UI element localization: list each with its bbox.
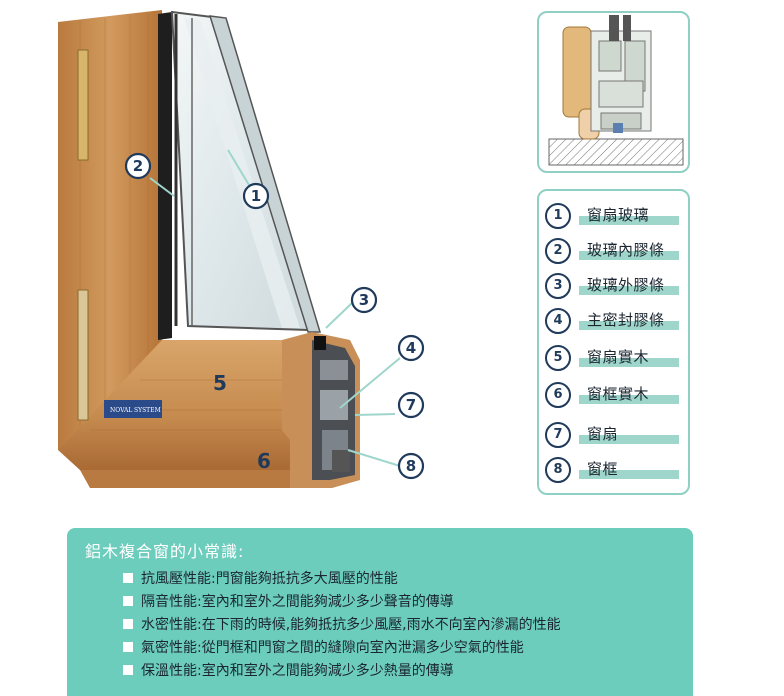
legend-num-5: 5 (545, 345, 571, 371)
knowledge-text-3: 水密性能:在下雨的時候,能夠抵抗多少風壓,雨水不向室內滲漏的性能 (141, 617, 561, 633)
profile-section-box (537, 11, 690, 173)
profile-section-drawing (548, 15, 684, 166)
frame-wood (80, 470, 290, 488)
legend-box: 1 窗扇玻璃 2 玻璃內膠條 3 玻璃外膠條 4 主密封膠條 5 窗扇實木 6 … (537, 189, 690, 495)
knowledge-text-4: 氣密性能:從門框和門窗之間的縫隙向室內泄漏多少空氣的性能 (141, 640, 524, 656)
knowledge-item-5: 保溫性能:室內和室外之間能夠減少多少熱量的傳導 (123, 660, 454, 680)
legend-label-3: 玻璃外膠條 (587, 276, 665, 294)
legend-item-7: 7 窗扇 (545, 420, 685, 450)
knowledge-text-5: 保溫性能:室內和室外之間能夠減少多少熱量的傳導 (141, 663, 454, 679)
knowledge-item-3: 水密性能:在下雨的時候,能夠抵抗多少風壓,雨水不向室內滲漏的性能 (123, 614, 561, 634)
svg-text:3: 3 (359, 291, 369, 309)
svg-text:1: 1 (251, 187, 261, 205)
legend-label-2: 玻璃內膠條 (587, 241, 665, 259)
callout-1: 1 (242, 182, 270, 210)
legend-num-4: 4 (545, 308, 571, 334)
legend-item-4: 4 主密封膠條 (545, 306, 685, 336)
svg-text:7: 7 (406, 396, 416, 414)
legend-label-8: 窗框 (587, 460, 619, 478)
window-corner-illustration: NOVAL SYSTEM 1 2 3 4 5 6 7 8 (58, 10, 425, 488)
badge-line-2: SYSTEM (134, 407, 161, 414)
square-bullet-icon (123, 665, 133, 675)
callout-2: 2 (124, 152, 152, 180)
badge-line-1: NOVAL (110, 407, 132, 414)
legend-label-7: 窗扇 (587, 425, 619, 443)
knowledge-item-4: 氣密性能:從門框和門窗之間的縫隙向室內泄漏多少空氣的性能 (123, 637, 524, 657)
legend-item-8: 8 窗框 (545, 455, 685, 485)
profile-cross-section (282, 332, 360, 488)
square-bullet-icon (123, 573, 133, 583)
legend-label-6: 窗框實木 (587, 385, 650, 403)
legend-num-3: 3 (545, 273, 571, 299)
glass-unit (170, 10, 322, 333)
square-bullet-icon (123, 642, 133, 652)
legend-item-5: 5 窗扇實木 (545, 343, 685, 373)
square-bullet-icon (123, 596, 133, 606)
callout-8: 8 (397, 452, 425, 480)
callout-6: 6 (257, 449, 271, 473)
svg-text:4: 4 (406, 339, 416, 357)
legend-item-1: 1 窗扇玻璃 (545, 201, 685, 231)
callout-3: 3 (350, 286, 378, 314)
legend-num-7: 7 (545, 422, 571, 448)
legend-label-4: 主密封膠條 (587, 311, 665, 329)
knowledge-text-2: 隔音性能:室內和室外之間能夠減少多少聲音的傳導 (141, 594, 454, 610)
legend-num-1: 1 (545, 203, 571, 229)
knowledge-title: 鋁木複合窗的小常識: (85, 542, 245, 561)
svg-text:8: 8 (406, 457, 416, 475)
svg-text:6: 6 (257, 449, 271, 473)
legend-item-2: 2 玻璃內膠條 (545, 236, 685, 266)
svg-text:2: 2 (133, 157, 143, 175)
knowledge-item-1: 抗風壓性能:門窗能夠抵抗多大風壓的性能 (123, 568, 398, 588)
legend-num-6: 6 (545, 382, 571, 408)
svg-text:5: 5 (213, 371, 227, 395)
legend-item-6: 6 窗框實木 (545, 380, 685, 410)
knowledge-panel: 鋁木複合窗的小常識: 抗風壓性能:門窗能夠抵抗多大風壓的性能 隔音性能:室內和室… (67, 528, 693, 696)
callout-4: 4 (397, 334, 425, 362)
legend-item-3: 3 玻璃外膠條 (545, 271, 685, 301)
callout-7: 7 (397, 391, 425, 419)
frame-edge (158, 12, 172, 340)
legend-num-8: 8 (545, 457, 571, 483)
knowledge-text-1: 抗風壓性能:門窗能夠抵抗多大風壓的性能 (141, 571, 398, 587)
legend-label-5: 窗扇實木 (587, 348, 650, 366)
legend-label-1: 窗扇玻璃 (587, 206, 650, 224)
callout-5: 5 (213, 371, 227, 395)
knowledge-item-2: 隔音性能:室內和室外之間能夠減少多少聲音的傳導 (123, 591, 454, 611)
handle-icon (77, 289, 89, 421)
square-bullet-icon (123, 619, 133, 629)
hinge-icon (77, 49, 89, 161)
legend-num-2: 2 (545, 238, 571, 264)
brand-badge: NOVAL SYSTEM (104, 400, 162, 418)
